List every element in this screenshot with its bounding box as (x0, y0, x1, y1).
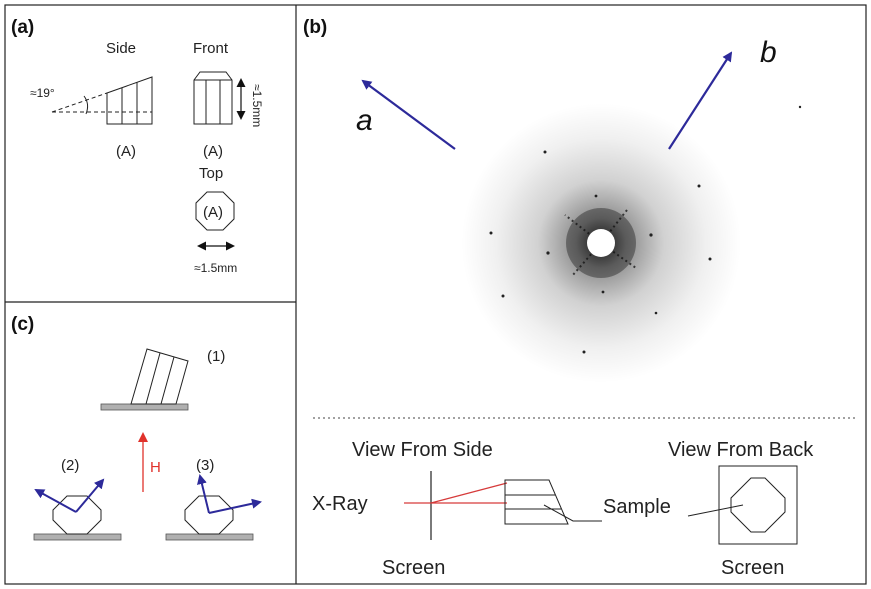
side-sample-label: (A) (116, 143, 136, 160)
axis-b-label: b (760, 36, 777, 69)
panel-a: (a) Side Front ≈19° (A) ≈1.5mm (A) Top (… (11, 17, 264, 275)
top-view-label: Top (199, 165, 223, 182)
screen-right-label: Screen (721, 557, 784, 579)
panel-frames (4, 4, 867, 585)
axis-a-arrow (361, 79, 456, 150)
stage-1 (100, 403, 189, 411)
step-3-label: (3) (196, 457, 214, 474)
stage-3 (165, 533, 254, 541)
axis-a-label: a (356, 104, 373, 137)
top-view-octagon (195, 191, 235, 231)
view-back-label: View From Back (668, 439, 814, 461)
stage-2 (33, 533, 122, 541)
axis-arrow-2b (75, 478, 105, 513)
angle-label: ≈19° (30, 86, 55, 100)
screen-left-label: Screen (382, 557, 445, 579)
top-sample-label: (A) (203, 204, 223, 221)
step-1-label: (1) (207, 348, 225, 365)
tilted-crystal (130, 348, 189, 405)
panel-c-label: (c) (11, 314, 34, 335)
panel-a-label: (a) (11, 17, 34, 38)
axis-arrow-3b (208, 498, 262, 514)
sample-leaders (543, 504, 744, 522)
axis-arrow-2a (34, 489, 77, 513)
back-geometry (718, 465, 798, 545)
axis-arrow-3a (197, 474, 210, 514)
xray-label: X-Ray (312, 493, 368, 515)
octagon-2 (52, 495, 102, 535)
height-label: ≈1.5mm (250, 84, 264, 127)
step-2-label: (2) (61, 457, 79, 474)
width-label: ≈1.5mm (194, 261, 237, 275)
front-view-crystal (193, 71, 246, 125)
field-label: H (150, 459, 161, 476)
front-view-label: Front (193, 40, 229, 57)
panel-b-label: (b) (303, 17, 327, 38)
octagon-3 (184, 495, 234, 535)
axis-b-arrow (668, 51, 733, 150)
side-view-crystal (51, 76, 153, 125)
sample-label: Sample (603, 496, 671, 518)
panel-b: (b) (303, 17, 856, 579)
front-sample-label: (A) (203, 143, 223, 160)
laue-pattern (461, 103, 802, 383)
side-view-label: Side (106, 40, 136, 57)
side-geometry (404, 471, 569, 540)
view-side-label: View From Side (352, 439, 493, 461)
panel-c: (c) (1) H (2) (3) (11, 314, 262, 541)
